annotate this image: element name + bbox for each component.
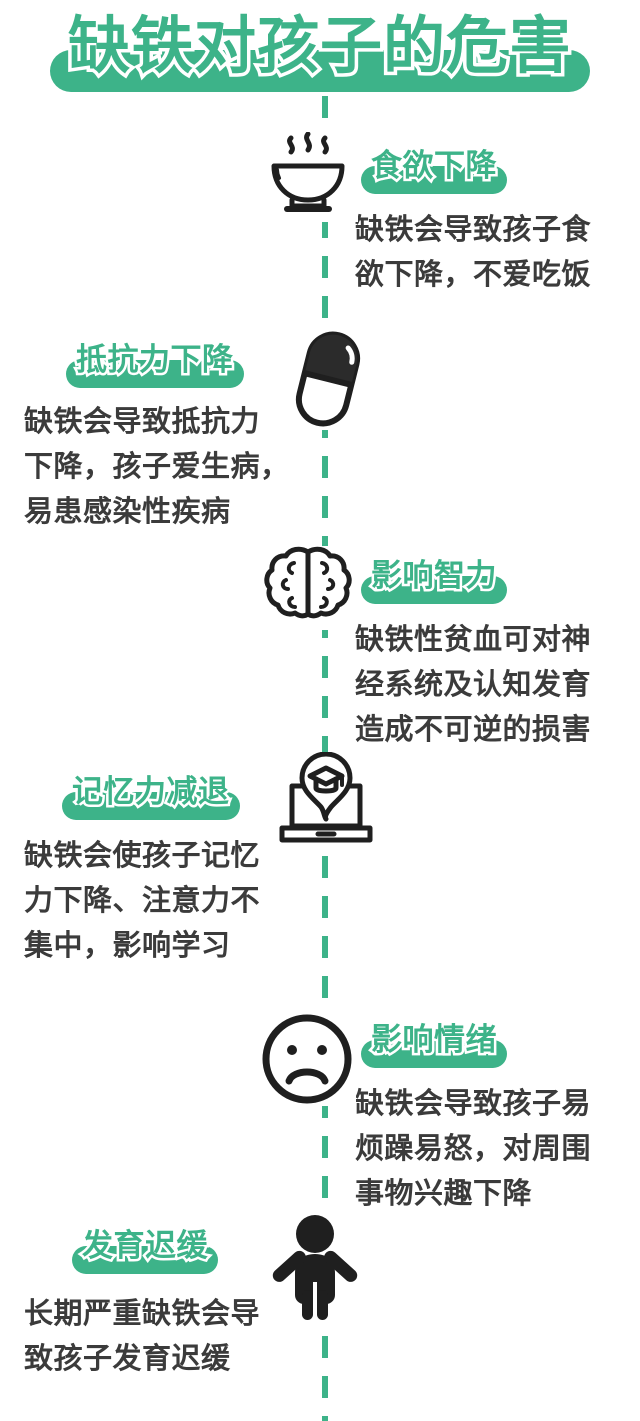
sad-face-icon bbox=[258, 1012, 356, 1106]
heading-banner-bar bbox=[72, 1246, 218, 1274]
section-intelligence-heading-text: 影响智力 bbox=[369, 556, 500, 596]
section-immunity-body: 缺铁会导致抵抗力 下降，孩子爱生病， 易患感染性疾病 bbox=[24, 406, 290, 528]
section-mood-body: 缺铁会导致孩子易 烦躁易怒，对周围 事物兴趣下降 bbox=[355, 1088, 592, 1210]
section-growth-body: 长期严重缺铁会导 致孩子发育迟缓 bbox=[24, 1298, 261, 1375]
brain-icon bbox=[262, 546, 354, 630]
section-intelligence-body: 缺铁性贫血可对神 经系统及认知发育 造成不可逆的损害 bbox=[355, 624, 592, 746]
section-immunity-heading: 抵抗力下降 bbox=[60, 336, 250, 390]
heading-banner-bar bbox=[62, 792, 240, 820]
section-intelligence: 影响智力 缺铁性贫血可对神 经系统及认知发育 造成不可逆的损害 bbox=[355, 552, 617, 753]
laptop-graduation-cap-icon bbox=[274, 752, 378, 850]
section-mood: 影响情绪 缺铁会导致孩子易 烦躁易怒，对周围 事物兴趣下降 bbox=[355, 1016, 617, 1217]
section-appetite-heading: 食欲下降 bbox=[355, 142, 513, 196]
heading-banner-bar bbox=[361, 1040, 507, 1068]
heading-banner-bar bbox=[361, 166, 507, 194]
page-title-text: 缺铁对孩子的危害 bbox=[64, 9, 574, 85]
section-appetite: 食欲下降 缺铁会导致孩子食 欲下降，不爱吃饭 bbox=[355, 142, 615, 298]
section-immunity-heading-text: 抵抗力下降 bbox=[74, 340, 236, 380]
capsule-pill-icon bbox=[282, 328, 374, 430]
section-memory: 记忆力减退 缺铁会使孩子记忆 力下降、注意力不 集中，影响学习 bbox=[24, 768, 296, 969]
section-immunity: 抵抗力下降 缺铁会导致抵抗力 下降，孩子爱生病， 易患感染性疾病 bbox=[24, 336, 294, 535]
section-appetite-body: 缺铁会导致孩子食 欲下降，不爱吃饭 bbox=[355, 214, 592, 291]
section-memory-body: 缺铁会使孩子记忆 力下降、注意力不 集中，影响学习 bbox=[24, 840, 261, 962]
heading-banner-bar bbox=[361, 576, 507, 604]
steaming-bowl-icon bbox=[258, 132, 358, 222]
section-intelligence-heading: 影响智力 bbox=[355, 552, 513, 606]
title-banner-bar bbox=[50, 50, 590, 92]
section-memory-heading-text: 记忆力减退 bbox=[70, 772, 232, 812]
section-growth: 发育迟缓 长期严重缺铁会导 致孩子发育迟缓 bbox=[24, 1222, 294, 1382]
heading-banner-bar bbox=[66, 360, 244, 388]
section-memory-heading: 记忆力减退 bbox=[56, 768, 246, 822]
section-growth-heading: 发育迟缓 bbox=[66, 1222, 224, 1276]
section-mood-heading-text: 影响情绪 bbox=[369, 1020, 500, 1060]
page-title: 缺铁对孩子的危害 bbox=[0, 4, 640, 104]
section-growth-heading-text: 发育迟缓 bbox=[80, 1226, 211, 1266]
section-appetite-heading-text: 食欲下降 bbox=[369, 146, 500, 186]
section-mood-heading: 影响情绪 bbox=[355, 1016, 513, 1070]
child-figure-icon bbox=[264, 1212, 366, 1322]
